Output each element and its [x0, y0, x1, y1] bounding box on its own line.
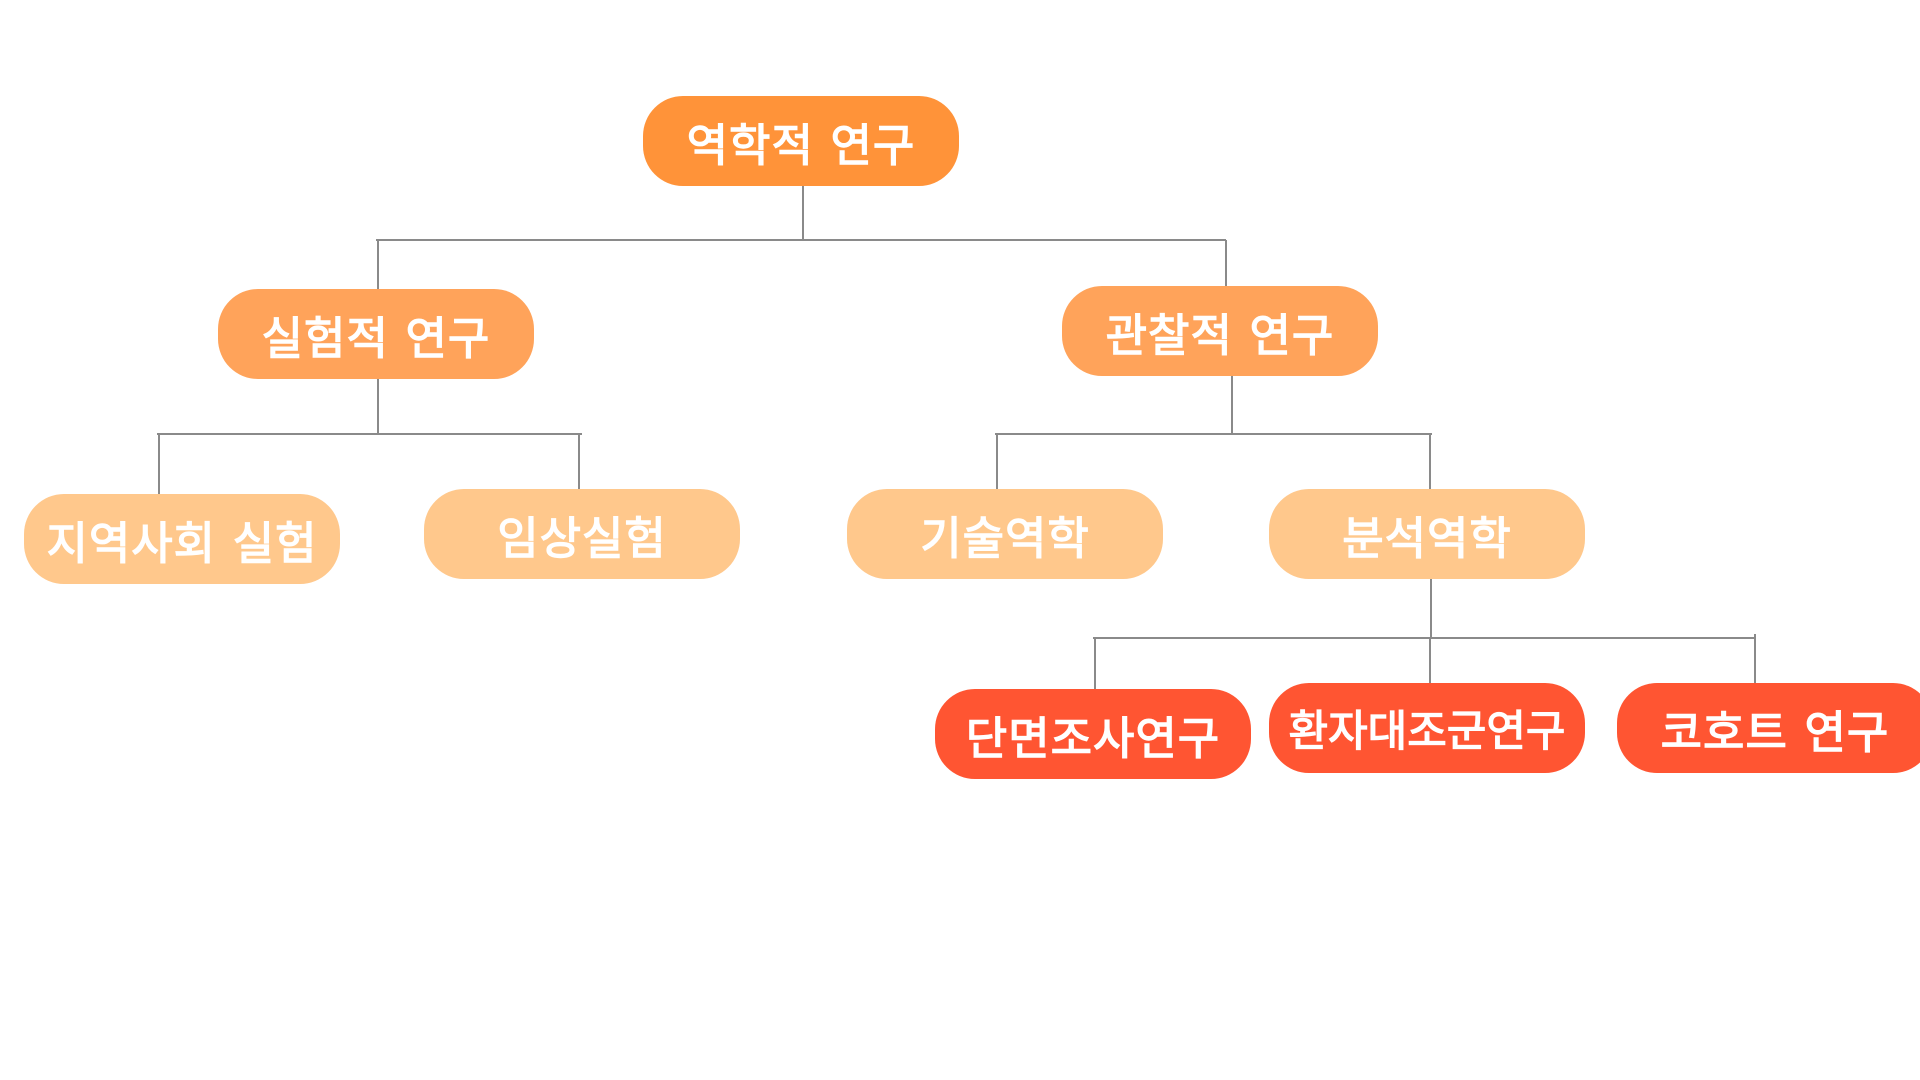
node-descriptive-epidemiology: 기술역학 [847, 489, 1163, 579]
node-cohort-study: 코호트 연구 [1617, 683, 1920, 773]
node-cross-sectional-study: 단면조사연구 [935, 689, 1251, 779]
node-label: 기술역학 [920, 511, 1090, 565]
node-community-trial: 지역사회 실험 [24, 494, 340, 584]
node-case-control-study: 환자대조군연구 [1269, 683, 1585, 773]
node-label: 단면조사연구 [965, 711, 1221, 765]
node-label: 환자대조군연구 [1288, 707, 1566, 757]
node-label: 실험적 연구 [261, 311, 491, 365]
node-label: 분석역학 [1342, 511, 1512, 565]
node-label: 임상실험 [497, 511, 667, 565]
node-clinical-trial: 임상실험 [424, 489, 740, 579]
node-experimental-study: 실험적 연구 [218, 289, 534, 379]
node-label: 관찰적 연구 [1105, 308, 1335, 362]
node-label: 코호트 연구 [1660, 705, 1890, 759]
node-label: 역학적 연구 [686, 118, 916, 172]
node-epidemiological-study: 역학적 연구 [643, 96, 959, 186]
node-analytic-epidemiology: 분석역학 [1269, 489, 1585, 579]
node-label: 지역사회 실험 [46, 516, 318, 570]
node-observational-study: 관찰적 연구 [1062, 286, 1378, 376]
